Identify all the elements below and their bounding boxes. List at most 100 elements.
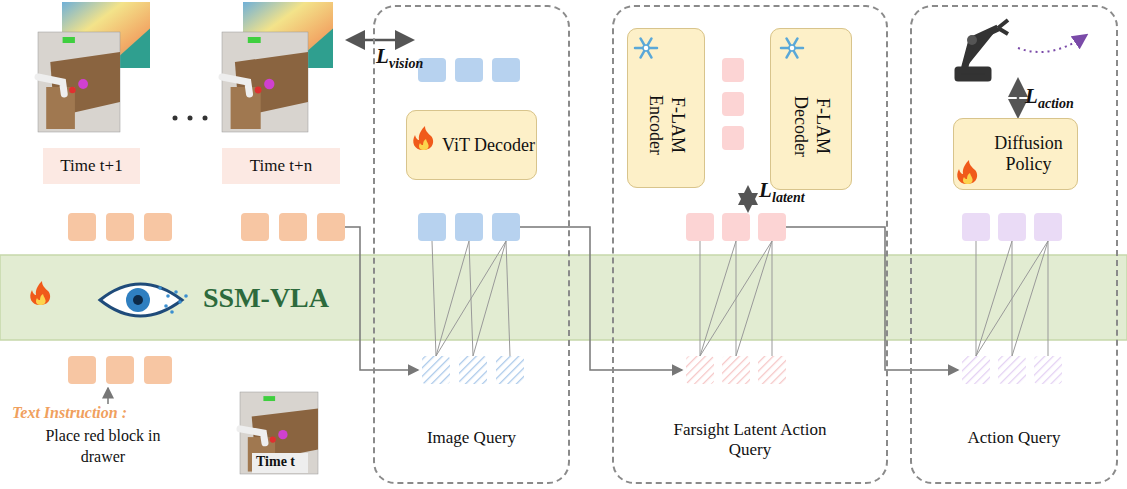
token [418, 213, 446, 241]
attention-line [1012, 241, 1048, 356]
block [248, 37, 261, 43]
token [962, 213, 990, 241]
token [455, 213, 483, 241]
snowflake-icon [641, 38, 652, 57]
attention-line [772, 241, 773, 356]
image-label: Time t [256, 454, 295, 470]
attention-line [700, 241, 701, 356]
robot-gripper [998, 20, 1008, 34]
token [998, 213, 1026, 241]
robot-arm [958, 28, 998, 78]
token [758, 213, 786, 241]
node-label: F-LAM Encoder [644, 86, 687, 164]
block [270, 436, 276, 442]
attention-line [432, 241, 436, 356]
node-label: Action Query [967, 428, 1060, 448]
scene-image [222, 32, 308, 132]
eye-logo [133, 295, 143, 305]
eye-logo [126, 288, 150, 312]
attention-line [1048, 241, 1049, 356]
loss-arrow [1017, 82, 1020, 114]
attention-line [1012, 241, 1013, 356]
token [317, 213, 345, 241]
eye-logo [178, 300, 182, 304]
box-fill [627, 28, 705, 188]
token [722, 356, 750, 384]
loss-label: vision [389, 56, 423, 72]
fire-icon [419, 139, 429, 150]
model-name: SSM-VLA [203, 282, 329, 314]
node-label: F-LAM Decoder [789, 87, 832, 165]
block [63, 37, 75, 43]
box-fill [222, 148, 340, 184]
node-label: Time t+n [250, 156, 312, 176]
stage-group: Farsight Latent Action QueryF-LAM Encode… [612, 5, 888, 484]
robot-gripper [240, 429, 265, 443]
attention-line [436, 241, 506, 356]
loss-label: action [1038, 96, 1074, 112]
eye-logo [100, 284, 182, 316]
token [144, 213, 172, 241]
token [722, 58, 744, 82]
node-label: ViT Decoder [442, 135, 535, 156]
ellipsis-dot [173, 116, 178, 121]
token [722, 213, 750, 241]
snowflake-icon [787, 38, 798, 57]
eye-logo [170, 310, 174, 314]
scene-image [240, 392, 318, 474]
token [106, 356, 134, 384]
attention-line [736, 241, 772, 356]
loss-label: latent [772, 190, 805, 206]
module-box: ViT Decoder [406, 110, 537, 180]
eye-logo [158, 286, 162, 290]
box-fill [770, 28, 852, 190]
attention-line [473, 241, 506, 356]
eye-logo [166, 294, 170, 298]
stage-group: Action Query Diffusion Policy [910, 5, 1118, 484]
token [722, 126, 744, 150]
attention-line [736, 241, 737, 356]
block [264, 79, 274, 89]
ellipsis-dot [203, 116, 208, 121]
token [1034, 356, 1062, 384]
robot-arm [967, 35, 977, 45]
fire-icon [957, 160, 977, 184]
drawer [231, 87, 261, 129]
module-box: Time t+n [222, 148, 340, 184]
token [459, 356, 487, 384]
model-band [0, 255, 1127, 340]
flow-line [786, 227, 958, 370]
attention-line [976, 241, 1012, 356]
robot-gripper [222, 77, 250, 94]
box-fill [953, 118, 1078, 190]
node-fills [43, 28, 1078, 190]
token [496, 356, 524, 384]
eye-logo [164, 304, 168, 308]
fire-icon [30, 281, 50, 305]
token [758, 356, 786, 384]
attention-line [976, 241, 977, 356]
module-box: Diffusion Policy [953, 118, 1078, 190]
node-label: Image Query [427, 428, 516, 448]
label-patch [252, 453, 308, 473]
token [455, 58, 483, 82]
instruction-text: Place red block in drawer [28, 426, 178, 468]
ellipsis-dot [188, 116, 193, 121]
fire-icon [963, 173, 973, 184]
eye-logo [174, 290, 178, 294]
node-label: Diffusion Policy [980, 133, 1077, 174]
flow-line [107, 388, 109, 404]
token [686, 356, 714, 384]
snowflake-icon [787, 38, 798, 57]
scene-image [38, 32, 120, 132]
loss-arrow [350, 39, 410, 42]
block [263, 396, 275, 401]
token [68, 356, 96, 384]
flow-line [520, 227, 682, 370]
token [106, 213, 134, 241]
trajectory [1018, 36, 1085, 52]
token [241, 213, 269, 241]
token [144, 356, 172, 384]
token [422, 356, 450, 384]
